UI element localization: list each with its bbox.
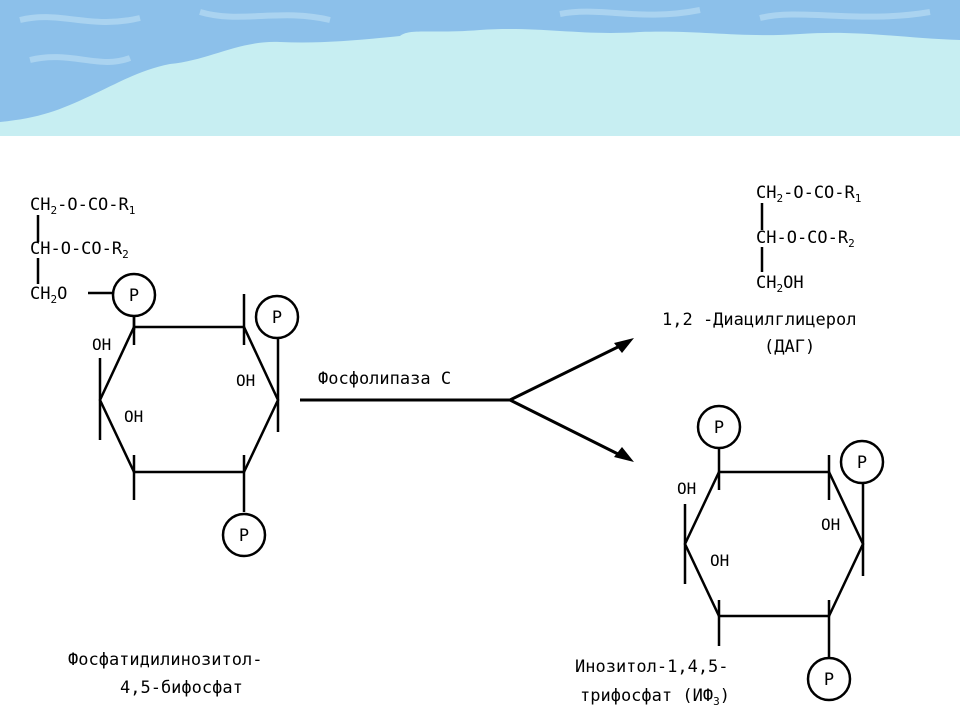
ip3-oh-1: OH <box>677 479 696 498</box>
ip3-hydroxyls: OH OH OH <box>677 479 840 570</box>
pip2-oh-2: OH <box>236 371 255 390</box>
arrowhead-lower <box>614 447 634 462</box>
dag-row3: CH2OH <box>756 273 804 295</box>
ip3-structure <box>683 448 865 658</box>
pip2-structure <box>36 215 280 512</box>
ip3-oh-3: OH <box>710 551 729 570</box>
header-banner <box>0 0 960 136</box>
pip2-phosphate-1-label: P <box>129 286 139 306</box>
reaction-arrow <box>300 341 627 460</box>
ip3-inositol-ring <box>683 470 865 618</box>
pip2-phosphate-2 <box>254 294 300 340</box>
pip2-oh-1: OH <box>92 335 111 354</box>
dag-name-line2: (ДАГ) <box>764 337 815 357</box>
arrowhead-upper <box>614 338 634 353</box>
dag-row1: CH2-O-CO-R1 <box>756 183 861 205</box>
banner-texture <box>19 7 931 65</box>
ip3-oh-2: OH <box>821 515 840 534</box>
arrow-branch-upper <box>509 341 627 402</box>
pip2-chain-row2: CH-O-CO-R2 <box>30 239 129 261</box>
ip3-phosphates: P P P <box>696 404 885 702</box>
dag-chain-text: CH2-O-CO-R1 CH-O-CO-R2 CH2OH <box>756 183 861 295</box>
pip2-chain-text: CH2-O-CO-R1 CH-O-CO-R2 CH2O <box>30 195 135 306</box>
pip2-chain-row3: CH2O <box>30 284 67 306</box>
dag-row2: CH-O-CO-R2 <box>756 228 855 250</box>
pip2-phosphate-3 <box>221 512 267 558</box>
ip3-phosphate-1 <box>696 404 742 450</box>
pip2-phosphate-3-label: P <box>239 526 249 546</box>
pip2-name-line2: 4,5-бифосфат <box>120 678 243 698</box>
pip2-hydroxyls: OH OH OH <box>92 335 255 426</box>
ip3-name-line1: Инозитол-1,4,5- <box>575 657 729 677</box>
ip3-phosphate-3 <box>806 656 852 702</box>
pip2-phosphates: P P P <box>111 272 300 558</box>
enzyme-label: Фосфолипаза С <box>318 369 451 389</box>
ip3-name-line2: трифосфат (ИФ3) <box>580 686 730 708</box>
ip3-phosphate-2-label: P <box>857 453 867 473</box>
ip3-phosphate-1-label: P <box>714 418 724 438</box>
pip2-phosphate-1 <box>111 272 157 318</box>
dag-name-line1: 1,2 -Диацилглицерол <box>662 310 856 330</box>
pip2-oh-3: OH <box>124 407 143 426</box>
pip2-phosphate-2-label: P <box>272 308 282 328</box>
pip2-chain-row1: CH2-O-CO-R1 <box>30 195 135 217</box>
ip3-phosphate-3-label: P <box>824 670 834 690</box>
ip3-phosphate-2 <box>839 439 885 485</box>
pip2-name-line1: Фосфатидилинозитол- <box>68 650 262 670</box>
arrow-branch-lower <box>509 398 627 460</box>
banner-blue-wave <box>0 0 960 122</box>
pip2-inositol-ring <box>98 325 280 474</box>
